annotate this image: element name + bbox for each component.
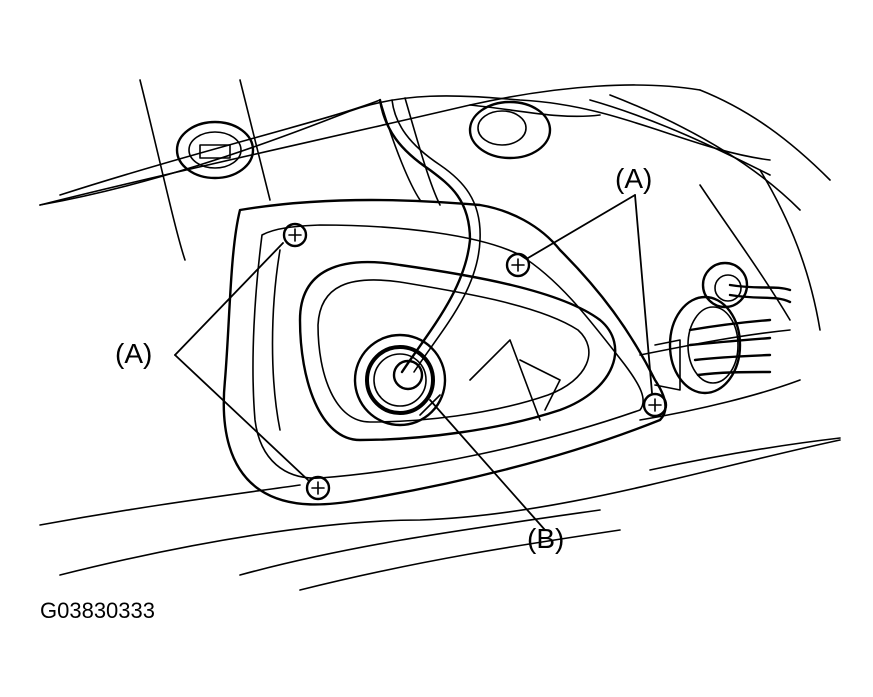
door-inner-panel	[39, 79, 841, 591]
leader-lines-a-right	[527, 194, 653, 394]
screw-top-left	[282, 222, 308, 248]
upper-harness	[39, 95, 771, 206]
screw-bottom-right	[642, 392, 668, 418]
speaker-assembly	[298, 260, 617, 442]
screw-top-right	[505, 252, 531, 278]
right-grommet-lower	[654, 295, 772, 395]
speaker-lead-wire	[378, 98, 472, 374]
screw-bottom-left	[305, 475, 331, 501]
figure-code: G03830333	[40, 598, 155, 623]
upper-access-hole	[468, 100, 552, 160]
speaker-connector	[353, 333, 447, 427]
callout-a-right: (A)	[615, 163, 653, 194]
speaker-bracket	[222, 198, 667, 506]
callout-a-left: (A)	[115, 338, 153, 369]
upper-grommet	[175, 120, 255, 180]
leader-lines-a-left	[174, 242, 309, 481]
callout-b: (B)	[527, 523, 565, 554]
leader-line-b	[429, 399, 546, 531]
